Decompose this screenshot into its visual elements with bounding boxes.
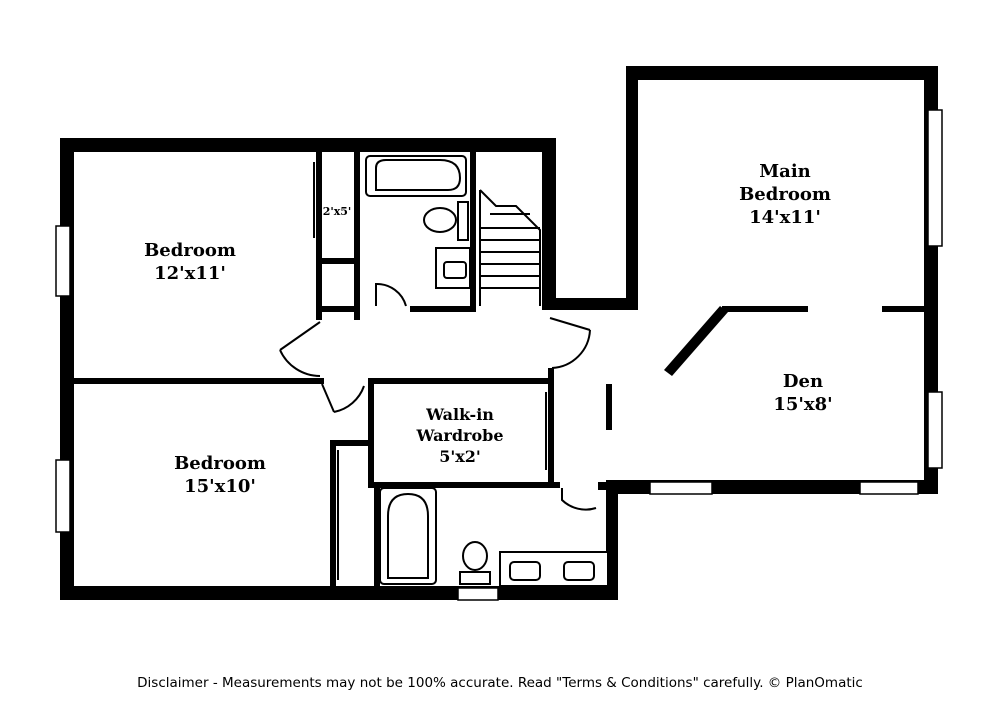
bedroom-1-name: Bedroom: [144, 240, 236, 261]
upper-bathroom-fixtures: [365, 155, 471, 289]
bedroom-2-name: Bedroom: [174, 453, 266, 474]
den-name: Den: [783, 371, 823, 392]
room-bedroom-2-label: Bedroom 15'x10': [174, 453, 266, 497]
exterior-walls: [60, 66, 938, 600]
walk-in-line1: Walk-in: [425, 405, 494, 424]
walk-in-size: 5'x2': [439, 447, 481, 466]
room-den-label: Den 15'x8': [773, 371, 832, 415]
bedroom-1-size: 12'x11': [154, 263, 226, 284]
doors: [279, 162, 597, 580]
main-bedroom-line2: Bedroom: [739, 184, 831, 205]
interior-walls: [74, 152, 926, 588]
windows: [55, 109, 943, 601]
room-bedroom-1-label: Bedroom 12'x11': [144, 240, 236, 284]
main-bedroom-size: 14'x11': [749, 207, 821, 228]
room-walk-in-label: Walk-in Wardrobe 5'x2': [415, 405, 503, 466]
den-size: 15'x8': [773, 394, 832, 415]
main-bedroom-line1: Main: [759, 161, 811, 182]
room-main-bedroom-label: Main Bedroom 14'x11': [739, 161, 831, 228]
disclaimer: Disclaimer - Measurements may not be 100…: [137, 675, 863, 691]
bedroom-2-size: 15'x10': [184, 476, 256, 497]
staircase: [479, 189, 541, 306]
walk-in-line2: Wardrobe: [415, 426, 503, 445]
lower-bathroom-fixtures: [379, 487, 609, 587]
closet-size: 2'x5': [323, 205, 352, 218]
